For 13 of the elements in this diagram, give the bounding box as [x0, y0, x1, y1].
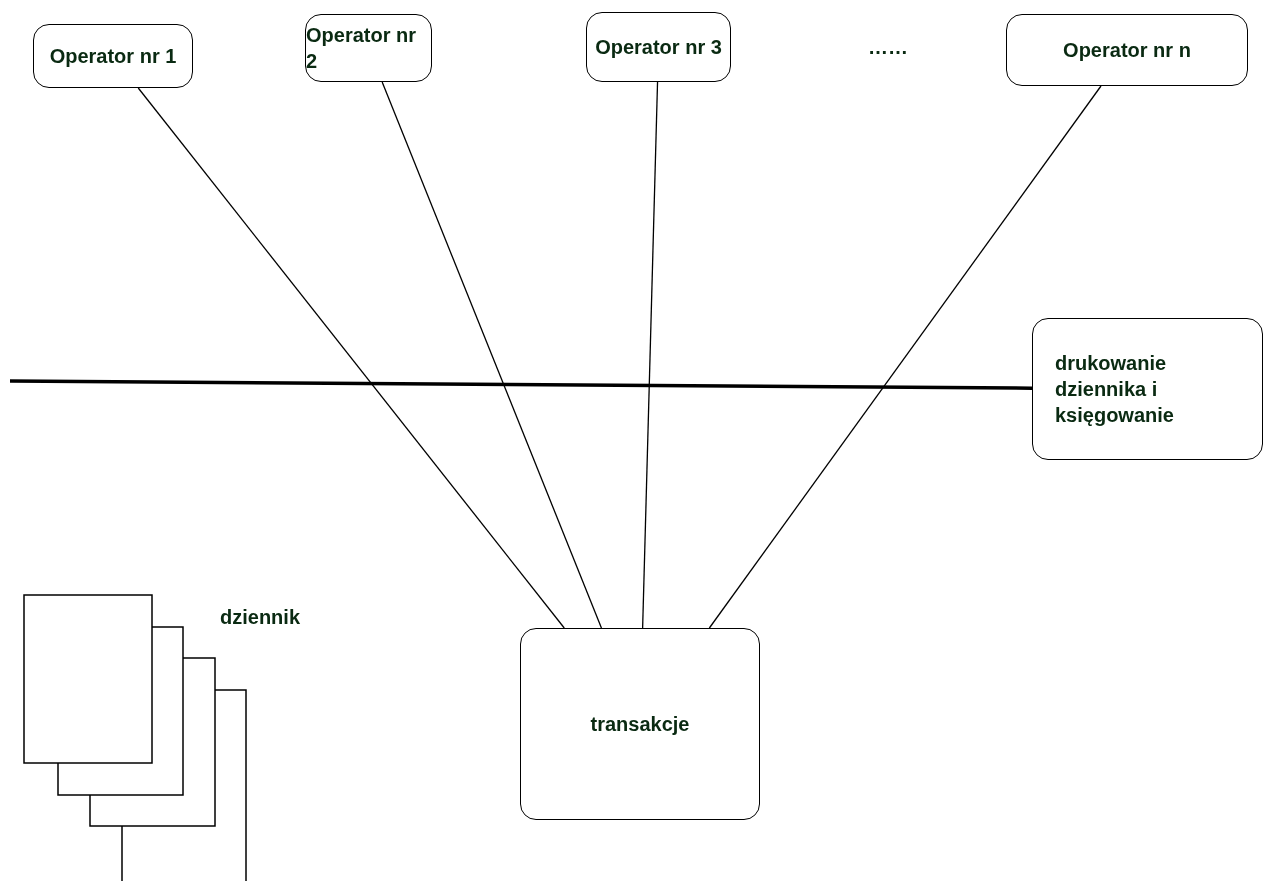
connector-line: [708, 85, 1102, 629]
process-box: transakcje: [520, 628, 760, 820]
connector-line: [641, 81, 659, 629]
process-box: Operator nr 2: [305, 14, 432, 82]
thick-line: [10, 379, 1032, 390]
connector-line: [381, 81, 603, 629]
connector-line: [137, 87, 565, 629]
process-box: drukowanie dziennika i księgowanie: [1032, 318, 1263, 460]
caption-text: dziennik: [220, 606, 300, 629]
process-box: Operator nr n: [1006, 14, 1248, 86]
ellipsis-text: ……: [868, 36, 908, 59]
process-box: Operator nr 1: [33, 24, 193, 88]
process-box: Operator nr 3: [586, 12, 731, 82]
